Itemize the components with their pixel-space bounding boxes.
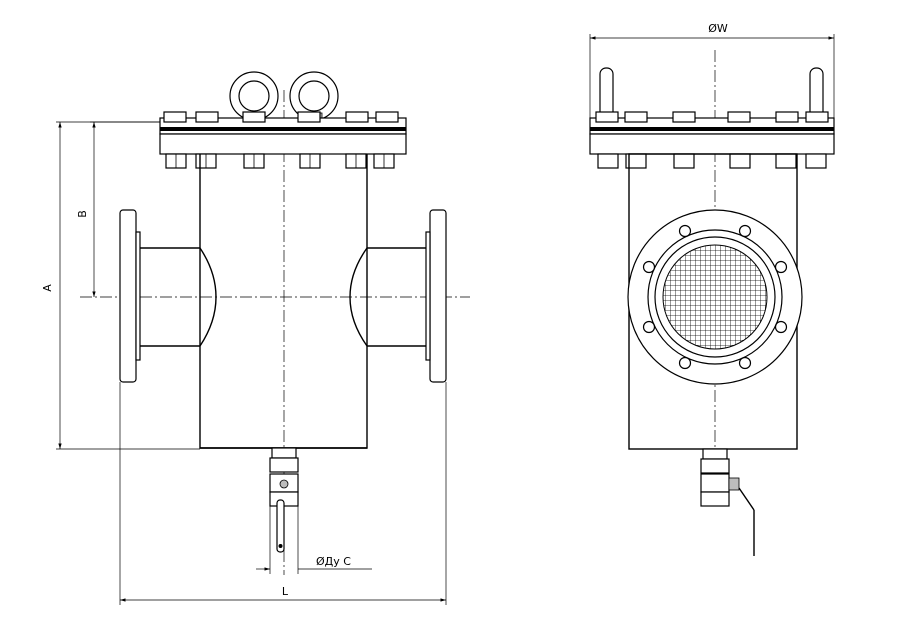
strainer-mesh [662, 244, 768, 350]
label-L: L [282, 585, 289, 598]
filter-body [199, 154, 368, 449]
side-bottom-nuts [597, 153, 827, 169]
side-drain-valve [700, 448, 755, 556]
side-view: ØW [589, 22, 835, 556]
dimension-drain: ØДу C [256, 506, 372, 574]
dimension-W: ØW [589, 22, 835, 118]
outlet-flange [429, 209, 447, 383]
flange-bolt-holes [642, 224, 788, 370]
label-W: ØW [708, 22, 728, 35]
drain-valve [269, 447, 299, 553]
body-flange [159, 133, 407, 155]
label-B: B [76, 210, 89, 218]
outlet-pipe [349, 247, 430, 347]
label-drain-diameter: ØДу C [316, 555, 351, 568]
dimension-B: B [76, 121, 160, 297]
label-A: A [41, 284, 54, 292]
lifting-eye-bolts [229, 71, 339, 122]
side-body-flange [589, 133, 835, 155]
side-top-bolts [595, 111, 829, 123]
inlet-pipe [136, 247, 217, 347]
inlet-flange [119, 209, 137, 383]
gasket [160, 127, 406, 131]
dimension-L: L [119, 382, 447, 605]
front-view: A B L ØДу C [41, 71, 470, 605]
bottom-nuts [165, 153, 395, 169]
top-bolts [163, 111, 399, 123]
